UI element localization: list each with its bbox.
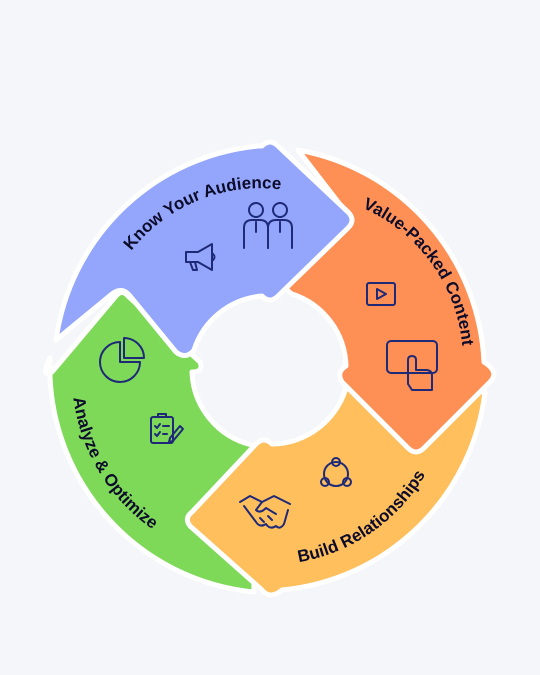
handshake-icon xyxy=(239,495,291,529)
pie-chart-icon xyxy=(99,337,145,383)
tablet-touch-icon xyxy=(386,340,438,391)
segment-know-your-audience: Know Your Audience xyxy=(53,139,355,358)
people-icon xyxy=(243,202,293,249)
segment-value-packed-content-shape xyxy=(284,147,497,455)
video-play-icon xyxy=(366,282,396,306)
megaphone-icon xyxy=(185,243,216,271)
checklist-icon xyxy=(150,413,184,444)
network-icon xyxy=(320,457,352,487)
